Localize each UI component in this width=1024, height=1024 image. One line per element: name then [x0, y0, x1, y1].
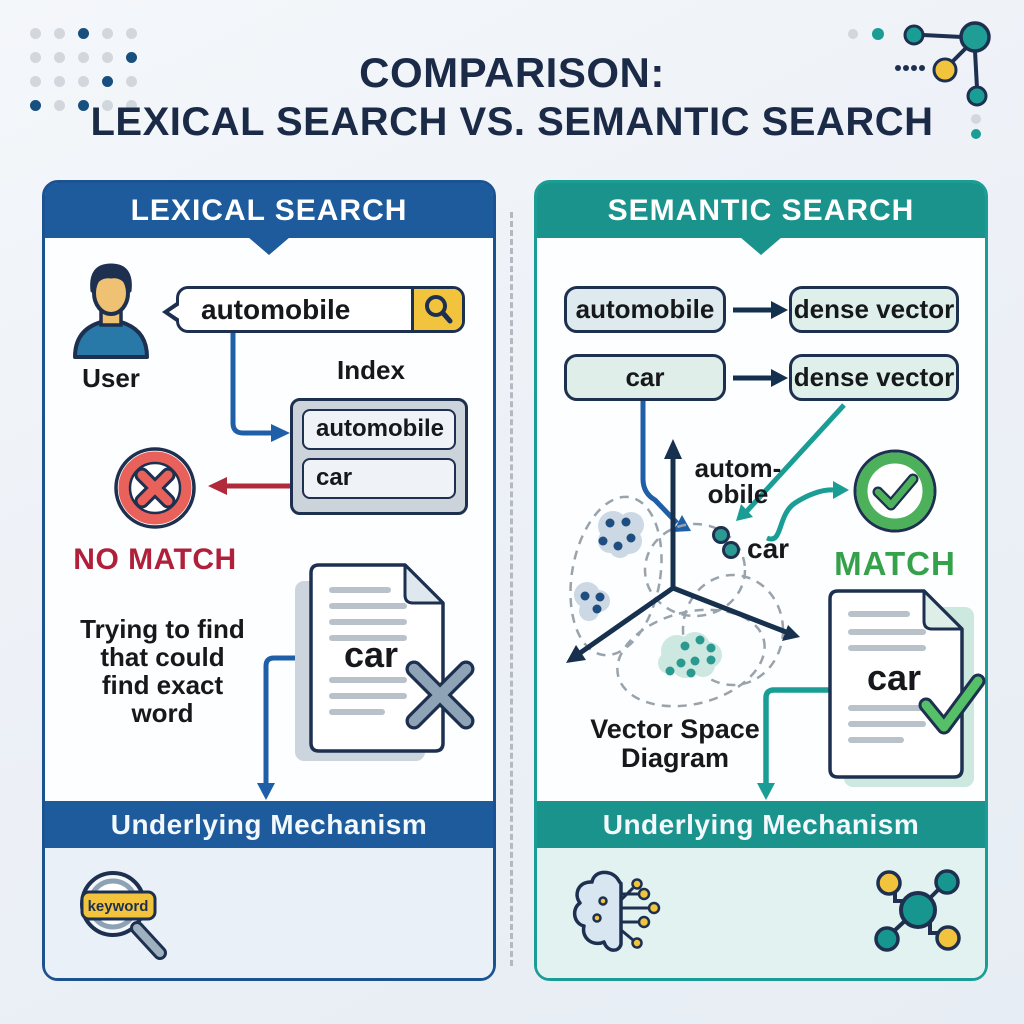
document-match-icon: car	[828, 589, 986, 787]
lexical-header-notch	[248, 237, 290, 255]
lexical-mechanism-section: keyword Literal Matching & Keyword-based…	[45, 848, 493, 978]
magnifier-icon	[425, 294, 453, 323]
index-item: automobile	[302, 409, 456, 450]
brain-circuit-icon	[572, 870, 661, 952]
user-icon	[73, 263, 149, 359]
term-box: automobile	[564, 286, 726, 333]
search-button-illustration	[411, 289, 462, 330]
vector-box: dense vector	[789, 354, 959, 401]
dot-grid-decoration	[30, 28, 137, 111]
cluster-dots-blue	[580, 517, 636, 614]
vector-box: dense vector	[789, 286, 959, 333]
keyword-tag-label: keyword	[88, 898, 149, 915]
semantic-mechanism-bar: Underlying Mechanism	[537, 801, 985, 848]
point-label-car: car	[747, 533, 790, 564]
match-check-icon	[853, 449, 937, 533]
gray-x-icon	[408, 663, 472, 727]
green-check-icon	[921, 676, 983, 732]
document-no-match-icon: car	[295, 563, 475, 761]
no-match-icon	[114, 447, 196, 529]
lexical-header: LEXICAL SEARCH	[45, 183, 493, 238]
lexical-mechanism-bar: Underlying Mechanism	[45, 801, 493, 848]
arrow-to-no-match	[208, 477, 227, 495]
lexical-panel: LEXICAL SEARCH User automobile Index	[42, 180, 496, 981]
vector-space-diagram-label: Vector Space Diagram	[590, 714, 760, 773]
panel-divider	[510, 212, 513, 966]
lexical-note: Trying to find that could find exact wor…	[80, 614, 245, 728]
semantic-panel: SEMANTIC SEARCH automobile dense vector …	[534, 180, 988, 981]
match-label: MATCH	[834, 545, 956, 582]
arrow-to-index	[271, 424, 290, 442]
document-word: car	[867, 657, 921, 698]
arrow-to-mechanism	[257, 783, 275, 800]
lexical-header-label: LEXICAL SEARCH	[130, 193, 408, 227]
index-item: car	[302, 458, 456, 499]
point-label-automobile: autom- obile	[694, 453, 782, 509]
term-box: car	[564, 354, 726, 401]
search-box-illustration: automobile	[162, 286, 465, 333]
semantic-header-notch	[740, 237, 782, 255]
semantic-header-label: SEMANTIC SEARCH	[607, 193, 915, 227]
no-match-label: NO MATCH	[73, 543, 237, 576]
semantic-mechanism-section: Understanding Meaning & Context	[537, 848, 985, 978]
network-decoration	[848, 21, 991, 139]
knowledge-graph-icon	[874, 869, 961, 952]
arrow-term-to-vector	[771, 369, 788, 387]
index-box: automobile car	[290, 398, 468, 515]
document-word: car	[344, 634, 398, 675]
user-label: User	[82, 363, 140, 393]
page-title-line2: LEXICAL SEARCH VS. SEMANTIC SEARCH	[90, 100, 934, 144]
cluster-dots-teal	[665, 635, 716, 678]
point-automobile	[712, 526, 730, 544]
index-label: Index	[337, 355, 405, 385]
page-title: COMPARISON: LEXICAL SEARCH VS. SEMANTIC …	[0, 48, 1024, 146]
arrow-term-to-vector	[771, 301, 788, 319]
vector-space-diagram	[566, 439, 800, 708]
keyword-magnifier-icon: keyword	[80, 871, 167, 960]
page-title-line1: COMPARISON:	[359, 49, 665, 96]
search-query-text: automobile	[201, 294, 351, 325]
point-car	[722, 541, 740, 559]
semantic-header: SEMANTIC SEARCH	[537, 183, 985, 238]
